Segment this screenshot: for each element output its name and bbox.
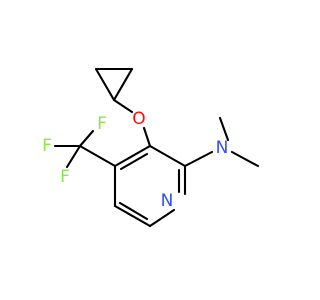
bond-cyclopropyl-3 [112, 67, 134, 102]
ring-nitrogen-label: N [161, 191, 174, 211]
bond-c2-amine [183, 150, 214, 168]
oxygen-label: O [132, 109, 145, 129]
bond-c4-cf3 [78, 144, 117, 168]
bond-cf3-f-top [78, 129, 95, 148]
bond-cf3-f-bottom [65, 144, 82, 169]
bond-n1-c6 [148, 208, 176, 228]
structure-diagram: O N N F F F [42, 67, 260, 228]
fluorine-top-label: F [97, 114, 107, 134]
atom-labels: O N N F F F [42, 109, 228, 211]
bond-c4-c3 [113, 144, 152, 168]
bond-cyclopropyl-oxygen [112, 98, 134, 114]
bond-c4-c3-inner [119, 152, 149, 171]
bond-c6-c5-inner [118, 201, 149, 221]
bond-amine-methyl-right [230, 150, 260, 168]
fluorine-bottom-label: F [60, 167, 70, 187]
bond-amine-methyl-top [218, 116, 230, 142]
molecule-canvas: O N N F F F [42, 67, 260, 228]
amine-nitrogen-label: N [216, 138, 229, 158]
bonds [53, 67, 260, 228]
bond-c3-c2 [148, 144, 187, 168]
fluorine-left-label: F [42, 136, 52, 156]
bond-oxygen-c3 [142, 126, 152, 148]
bond-cyclopropyl-2 [94, 67, 116, 102]
bond-c6-c5 [113, 204, 152, 228]
